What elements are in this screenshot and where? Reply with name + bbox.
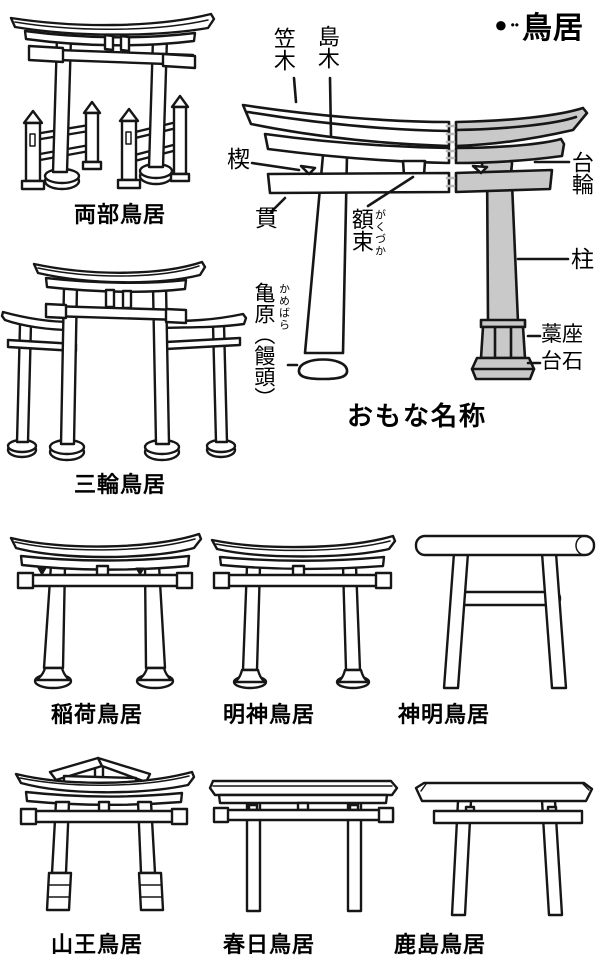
label-miwa-torii: 三輪鳥居	[73, 472, 167, 497]
myojin-torii-illustration	[210, 534, 397, 690]
label-sanno-torii: 山王鳥居	[50, 932, 144, 957]
nuki-beam	[266, 168, 554, 195]
label-nuki: 貫	[255, 206, 278, 231]
ryobu-torii-illustration	[9, 12, 216, 191]
miwa-torii-illustration	[0, 260, 248, 462]
label-daiwa: 台輪	[568, 151, 594, 195]
shinmei-torii-illustration	[414, 534, 596, 690]
kusabi-wedge	[471, 164, 489, 175]
bullet-large-icon: ●	[494, 12, 508, 37]
main-diagram-caption: おもな名称	[347, 401, 488, 431]
label-shimagi: 島木	[314, 25, 340, 69]
label-kasagi: 笠木	[270, 27, 296, 71]
kamebara-base	[297, 358, 349, 381]
page-title: ● •• 鳥居	[494, 3, 584, 47]
label-gakuzuka: 額束	[348, 208, 374, 252]
label-hashira: 柱	[571, 247, 594, 272]
label-kasuga-torii: 春日鳥居	[222, 932, 316, 957]
page-title-text: 鳥居	[522, 12, 584, 45]
kusabi-wedge	[299, 164, 317, 176]
kasuga-torii-illustration	[208, 779, 399, 913]
main-torii-anatomy-illustration	[241, 76, 589, 381]
bullet-small-icon: ••	[510, 18, 519, 32]
label-myojin-torii: 明神鳥居	[222, 702, 316, 727]
label-shinmei-torii: 神明鳥居	[397, 702, 491, 727]
shimagi-beam	[263, 132, 566, 165]
label-kamebara: 亀原（饅頭）	[251, 282, 276, 408]
label-daiishi: 台石	[541, 349, 583, 373]
label-inari-torii: 稲荷鳥居	[50, 702, 144, 727]
sanno-torii-illustration	[14, 756, 196, 912]
kashima-torii-illustration	[414, 781, 594, 917]
label-ryobu-torii: 両部鳥居	[73, 202, 167, 227]
stub-post	[116, 107, 142, 190]
stub-post	[169, 94, 191, 183]
label-kamebara-furigana: かめばら	[277, 283, 290, 331]
label-kusabi: 楔	[227, 147, 250, 172]
leader-lines	[250, 76, 571, 367]
label-waraza: 藁座	[541, 322, 583, 346]
kasagi-beam	[241, 103, 589, 148]
waraza-sleeve	[479, 318, 527, 329]
inari-torii-illustration	[9, 532, 203, 690]
pillar-right	[470, 158, 536, 381]
stub-post	[20, 109, 46, 191]
label-kashima-torii: 鹿島鳥居	[393, 932, 487, 957]
label-gakuzuka-furigana: がくづか	[373, 209, 386, 257]
stub-post	[81, 100, 103, 171]
